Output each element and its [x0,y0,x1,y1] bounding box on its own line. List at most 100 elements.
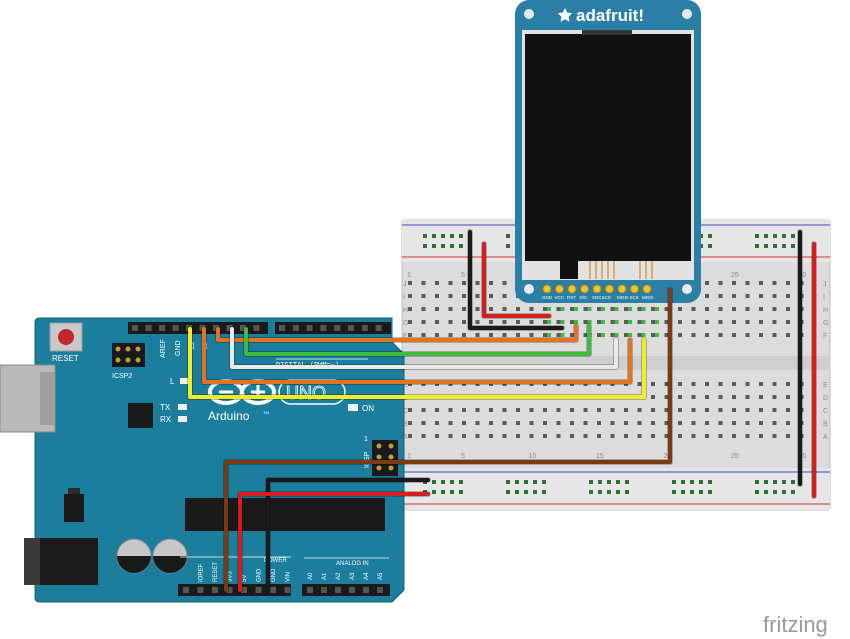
mount-hole-br [682,284,692,294]
breadboard-hole [637,320,642,324]
header-pin [270,587,276,593]
breadboard-hole [732,333,736,337]
display-screen [525,34,691,261]
display-chip [560,261,578,279]
connected-hole [614,320,619,324]
breadboard-hole [705,434,709,438]
rail-hole [542,490,546,494]
icsp-pin [388,465,394,471]
breadboard-hole [462,333,466,337]
power-pin-label: VIN [286,572,292,582]
capacitor-left-stripe [117,556,151,573]
column-number: 1 [407,272,411,279]
breadboard-hole [732,307,736,311]
breadboard-hole [489,434,493,438]
display-pin [567,284,577,294]
breadboard-hole [772,395,777,399]
breadboard-hole [408,320,412,324]
display-pin-label: MOSI [617,295,629,300]
breadboard-hole [556,333,561,337]
breadboard-hole [597,333,601,337]
column-number: 30 [799,453,807,460]
breadboard-hole [421,333,426,337]
header-pin [213,325,219,331]
display-pin [642,284,652,294]
rail-hole [441,480,445,484]
breadboard-hole [664,395,669,399]
icsp-pin [376,465,382,471]
icsp2-pin [115,346,121,352]
breadboard-hole [475,307,480,311]
rail-hole [755,234,759,238]
breadboard-hole [651,382,655,386]
breadboard-hole [678,434,682,438]
breadboard-hole [718,408,723,412]
breadboard-hole [570,421,574,425]
connected-hole [547,320,551,324]
connected-hole [628,333,632,337]
header-pin [320,325,327,331]
wire-black-display-gnd [468,230,564,330]
breadboard-hole [786,294,790,298]
breadboard-hole [637,408,642,412]
breadboard-hole [745,421,750,425]
breadboard-hole [772,421,777,425]
header-pin [159,325,165,331]
breadboard-hole [421,294,426,298]
breadboard-hole [705,408,709,412]
connected-hole [560,333,565,337]
rail-hole [589,490,593,494]
breadboard-hole [759,434,763,438]
breadboard-hole [759,382,763,386]
breadboard-hole [448,281,453,285]
rail-hole [432,490,436,494]
breadboard-hole [610,320,615,324]
wire-red-5v-rail [238,492,430,592]
row-letter: J [403,281,407,288]
rail-hole [782,234,786,238]
breadboard-hole [502,307,507,311]
header-pin [132,325,138,331]
breadboard-hole [489,408,493,412]
breadboard-hole [637,421,642,425]
breadboard-hole [705,421,709,425]
breadboard-hole [691,408,696,412]
breadboard-hole [624,408,628,412]
breadboard-hole [624,333,628,337]
gnd-label: GND [175,340,182,356]
on-label: ON [362,404,374,413]
column-number: 20 [664,453,672,460]
breadboard-hole [543,307,547,311]
breadboard-hole [435,421,439,425]
rail-hole [515,490,519,494]
icsp-pin [376,454,382,460]
breadboard-hole [583,333,588,337]
breadboard-hole [421,320,426,324]
breadboard-hole [475,434,480,438]
connected-hole [587,320,592,324]
wire-orange-rst [216,324,578,342]
breadboard-hole [529,408,534,412]
header-pin [375,325,382,331]
rail-hole [506,480,510,484]
breadboard-hole [462,320,466,324]
row-letter: F [823,333,827,340]
display-pin [542,284,552,294]
analog-pin-label: A0 [308,572,314,580]
breadboard-hole [732,281,736,285]
breadboard-hole [718,294,723,298]
breadboard-hole [637,434,642,438]
connected-hole [574,307,578,311]
rail-hole [791,490,795,494]
display-brand: adafruit! [576,6,644,25]
icsp-pin [376,443,382,449]
breadboard-hole [408,434,412,438]
reset-button[interactable] [58,329,74,345]
breadboard-hole [529,333,534,337]
rail-hole [791,244,795,248]
breadboard-hole [759,421,763,425]
breadboard-hole [678,333,682,337]
rail-hole [524,480,528,484]
connected-hole [560,320,565,324]
